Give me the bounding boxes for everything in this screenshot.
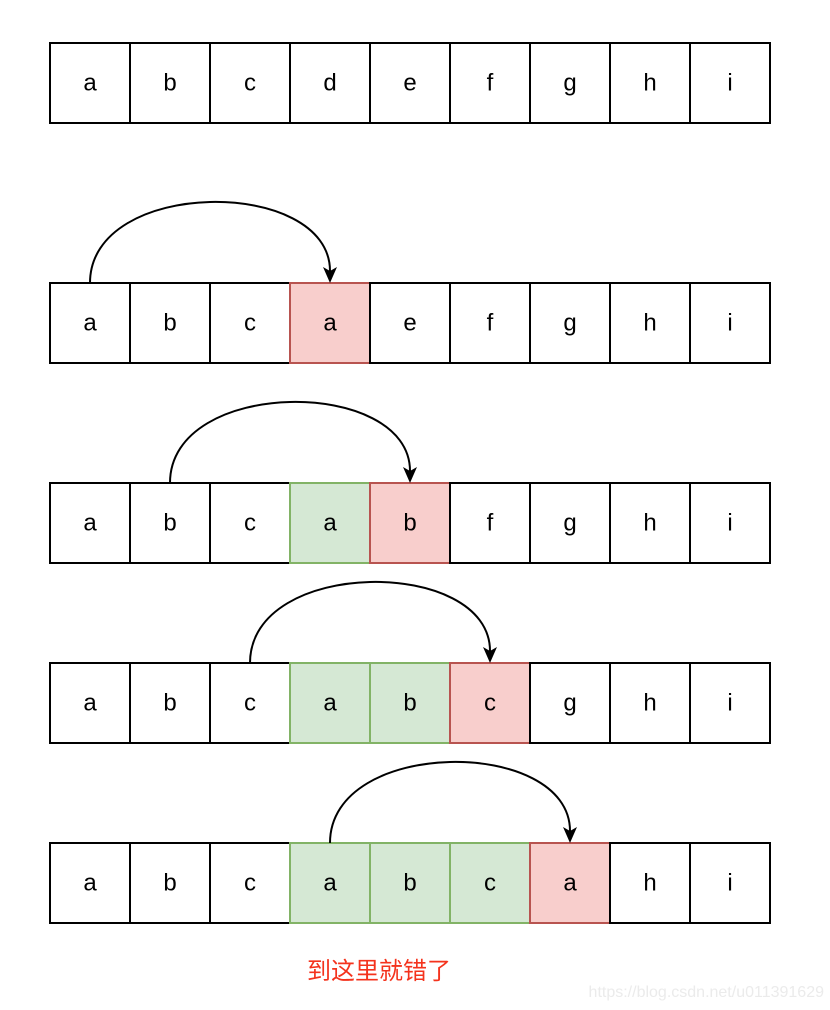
array-cell-plain <box>609 662 691 744</box>
cell-letter: c <box>244 70 256 97</box>
cell-letter: c <box>244 510 256 537</box>
cell-letter: a <box>563 870 577 897</box>
array-cell-plain <box>609 282 691 364</box>
cell-letter: g <box>563 70 576 97</box>
array-cell-plain <box>209 42 291 124</box>
cell-letter: a <box>83 310 97 337</box>
array-cell-plain <box>49 42 131 124</box>
array-cell-plain <box>129 842 211 924</box>
cell-letter: i <box>727 870 732 897</box>
cell-letter: b <box>403 510 416 537</box>
cell-letter: b <box>403 870 416 897</box>
array-cell-plain <box>689 482 771 564</box>
cell-letter: b <box>163 310 176 337</box>
array-cell-plain <box>49 482 131 564</box>
cell-letter: h <box>643 310 656 337</box>
array-cell-plain <box>209 282 291 364</box>
array-row-1: a b c d e f g h i <box>49 42 771 124</box>
copy-arrow <box>169 400 411 484</box>
cell-letter: e <box>403 310 416 337</box>
cell-letter: i <box>727 310 732 337</box>
array-cell-plain <box>529 282 611 364</box>
cell-letter: i <box>727 70 732 97</box>
array-cell-green <box>369 842 451 924</box>
array-cell-plain <box>609 482 691 564</box>
cell-letter: g <box>563 510 576 537</box>
array-cell-plain <box>209 482 291 564</box>
array-cell-red <box>369 482 451 564</box>
array-cell-green <box>289 662 371 744</box>
cell-letter: b <box>163 870 176 897</box>
array-cell-red <box>449 662 531 744</box>
cell-letter: a <box>323 690 337 717</box>
cell-letter: a <box>83 510 97 537</box>
array-cell-green <box>369 662 451 744</box>
cell-letter: a <box>83 870 97 897</box>
array-cell-plain <box>49 842 131 924</box>
array-cell-red <box>289 282 371 364</box>
cell-letter: a <box>323 870 337 897</box>
cell-letter: f <box>487 310 494 337</box>
array-cell-plain <box>369 282 451 364</box>
copy-arrowhead-icon <box>403 467 417 483</box>
array-cell-plain <box>609 842 691 924</box>
watermark: https://blog.csdn.net/u011391629 <box>588 984 824 1001</box>
cell-letter: h <box>643 870 656 897</box>
array-cell-plain <box>689 42 771 124</box>
array-cell-plain <box>689 662 771 744</box>
cell-letter: i <box>727 510 732 537</box>
cell-letter: d <box>323 70 336 97</box>
cell-letter: f <box>487 70 494 97</box>
cell-letter: h <box>643 70 656 97</box>
copy-arrowhead-icon <box>323 267 337 283</box>
copy-arrowhead-icon <box>483 647 497 663</box>
cell-letter: a <box>323 310 337 337</box>
cell-letter: b <box>403 690 416 717</box>
cell-letter: g <box>563 310 576 337</box>
array-cell-plain <box>209 842 291 924</box>
array-cell-plain <box>529 42 611 124</box>
cell-letter: f <box>487 510 494 537</box>
cell-letter: c <box>244 310 256 337</box>
array-cell-plain <box>689 282 771 364</box>
cell-letter: h <box>643 510 656 537</box>
array-cell-plain <box>129 482 211 564</box>
cell-letter: b <box>163 690 176 717</box>
cell-letter: g <box>563 690 576 717</box>
array-cell-plain <box>449 42 531 124</box>
copy-arrow <box>249 580 491 664</box>
array-cell-plain <box>609 42 691 124</box>
cell-letter: c <box>484 870 496 897</box>
copy-arrow <box>89 200 331 284</box>
array-cell-plain <box>369 42 451 124</box>
cell-letter: b <box>163 70 176 97</box>
cell-letter: c <box>244 870 256 897</box>
array-cell-red <box>529 842 611 924</box>
cell-letter: c <box>484 690 496 717</box>
array-cell-plain <box>449 482 531 564</box>
copy-arrow <box>329 760 571 844</box>
cell-letter: a <box>323 510 337 537</box>
cell-letter: i <box>727 690 732 717</box>
error-caption: 到这里就错了 <box>307 957 451 985</box>
cell-letter: a <box>83 690 97 717</box>
array-cell-plain <box>49 282 131 364</box>
cell-letter: c <box>244 690 256 717</box>
cell-letter: e <box>403 70 416 97</box>
copy-arrowhead-icon <box>563 827 577 843</box>
cell-letter: a <box>83 70 97 97</box>
cell-letter: b <box>163 510 176 537</box>
array-cell-plain <box>129 42 211 124</box>
cell-letter: h <box>643 690 656 717</box>
array-cell-plain <box>689 842 771 924</box>
